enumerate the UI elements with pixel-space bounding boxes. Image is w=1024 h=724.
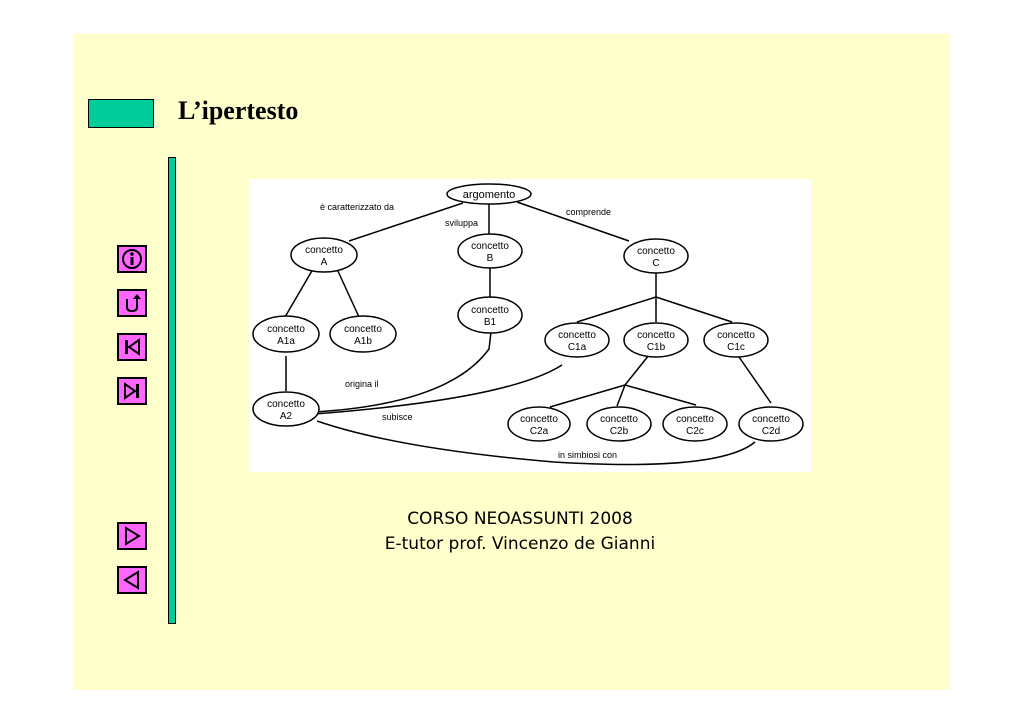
previous-slide-icon: [123, 570, 139, 590]
edge-fork-C2b: [616, 384, 626, 407]
edge-label-caratterizzato: è caratterizzato da: [320, 202, 394, 212]
node-c1c-label-1: C1c: [727, 342, 745, 353]
edge-C1b-fork: [624, 354, 650, 386]
previous-slide-button[interactable]: [117, 566, 147, 594]
node-argomento-label-0: argomento: [463, 189, 516, 201]
node-b-label-1: B: [487, 253, 494, 264]
node-c2d-label-0: concetto: [752, 414, 790, 425]
edge-label-origina: origina il: [345, 379, 379, 389]
edge-B1-A2: [313, 331, 492, 413]
slide-title: L’ipertesto: [178, 96, 299, 125]
node-c1c-label-0: concetto: [717, 330, 755, 341]
return-icon: [126, 294, 141, 313]
node-c1b-label-0: concetto: [637, 330, 675, 341]
edge-A2-C2d: [316, 420, 756, 466]
title-accent-box: [88, 99, 154, 128]
first-slide-icon: [125, 338, 140, 356]
node-a2-label-0: concetto: [267, 399, 305, 410]
next-slide-button[interactable]: [117, 522, 147, 550]
node-c-label-1: C: [652, 258, 659, 269]
node-a2-label-1: A2: [280, 411, 293, 422]
edge-C1c-C2d: [738, 356, 772, 404]
vertical-accent-bar: [168, 157, 176, 624]
node-c2c-label-0: concetto: [676, 414, 714, 425]
edge-A-A1b: [336, 268, 360, 318]
node-a1b-label-0: concetto: [344, 324, 382, 335]
slide-footer: CORSO NEOASSUNTI 2008 E-tutor prof. Vinc…: [340, 507, 700, 557]
node-a1a-label-1: A1a: [277, 336, 295, 347]
info-icon: [122, 249, 142, 269]
node-c2a-label-0: concetto: [520, 414, 558, 425]
node-a-label-0: concetto: [305, 245, 343, 256]
node-c2a-label-1: C2a: [530, 426, 549, 437]
edge-fork-C2a: [549, 384, 626, 408]
edge-fork-C2c: [624, 384, 697, 406]
node-c2b-label-0: concetto: [600, 414, 638, 425]
node-layer: argomentoconcettoAconcettoBconcettoCconc…: [252, 183, 804, 442]
last-slide-icon: [124, 382, 139, 400]
node-b1-label-0: concetto: [471, 305, 509, 316]
edge-label-subisce: subisce: [382, 412, 413, 422]
node-c1b-label-1: C1b: [647, 342, 666, 353]
node-a1b-label-1: A1b: [354, 336, 372, 347]
edge-C-C1c: [655, 296, 733, 323]
node-a1a-label-0: concetto: [267, 324, 305, 335]
node-argomento: argomento: [446, 183, 532, 205]
node-c1a-label-1: C1a: [568, 342, 587, 353]
connector-lines: [284, 201, 772, 466]
edge-label-sviluppa: sviluppa: [445, 218, 478, 228]
node-c2b-label-1: C2b: [610, 426, 629, 437]
return-button[interactable]: [117, 289, 147, 317]
edge-argomento-A: [348, 202, 464, 242]
edge-A-A1a: [284, 268, 314, 318]
edge-argomento-C: [516, 201, 630, 242]
concept-map-svg: argomentoconcettoAconcettoBconcettoCconc…: [252, 183, 804, 466]
first-slide-button[interactable]: [117, 333, 147, 361]
edge-label-layer: è caratterizzato da sviluppa comprende orig…: [320, 202, 617, 460]
node-b-label-0: concetto: [471, 241, 509, 252]
next-slide-icon: [125, 526, 141, 546]
course-name: CORSO NEOASSUNTI 2008: [407, 509, 633, 529]
edge-label-simbiosi: in simbiosi con: [558, 450, 617, 460]
node-a-label-1: A: [321, 257, 328, 268]
edge-label-comprende: comprende: [566, 207, 611, 217]
node-c-label-0: concetto: [637, 246, 675, 257]
last-slide-button[interactable]: [117, 377, 147, 405]
node-c2c-label-1: C2c: [686, 426, 704, 437]
info-button[interactable]: [117, 245, 147, 273]
tutor-name: E-tutor prof. Vincenzo de Gianni: [384, 534, 656, 554]
edge-C1a-A2: [313, 364, 563, 415]
edge-C-C1a: [576, 296, 657, 323]
node-c1a-label-0: concetto: [558, 330, 596, 341]
node-b1-label-1: B1: [484, 317, 497, 328]
node-c2d-label-1: C2d: [762, 426, 780, 437]
